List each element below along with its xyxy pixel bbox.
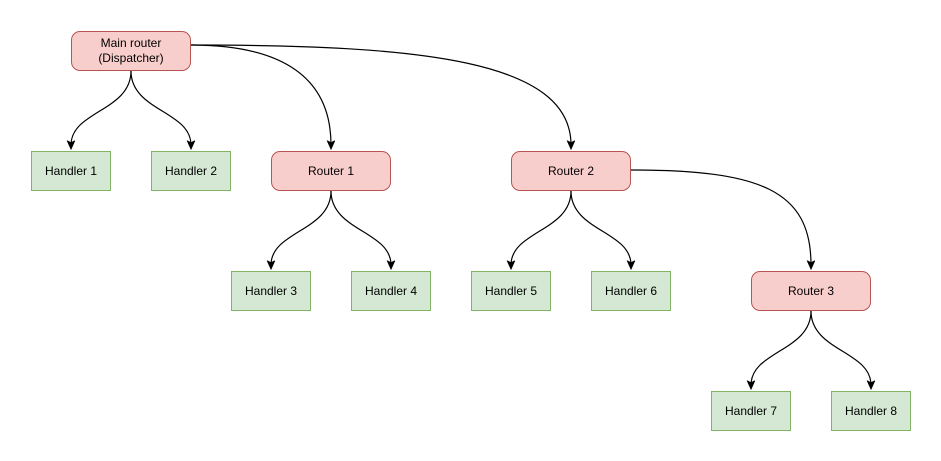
edge-main-to-handler-2 — [130, 70, 191, 145]
edge-router-3-to-handler-8 — [810, 310, 871, 385]
node-label-router-1: Router 1 — [307, 163, 355, 178]
node-handler-6[interactable]: Handler 6 — [591, 271, 671, 311]
node-label-handler-2: Handler 2 — [164, 163, 218, 178]
node-handler-4[interactable]: Handler 4 — [351, 271, 431, 311]
node-handler-5[interactable]: Handler 5 — [471, 271, 551, 311]
edge-router-2-to-handler-5 — [511, 190, 572, 265]
edge-main-to-router-2 — [190, 44, 571, 145]
node-label-handler-6: Handler 6 — [604, 283, 658, 298]
edge-router-1-to-handler-4 — [330, 190, 391, 265]
node-handler-3[interactable]: Handler 3 — [231, 271, 311, 311]
node-router-1[interactable]: Router 1 — [271, 151, 391, 191]
node-handler-1[interactable]: Handler 1 — [31, 151, 111, 191]
node-handler-8[interactable]: Handler 8 — [831, 391, 911, 431]
node-label-handler-8: Handler 8 — [844, 403, 898, 418]
node-label-handler-3: Handler 3 — [244, 283, 298, 298]
node-handler-2[interactable]: Handler 2 — [151, 151, 231, 191]
node-router-2[interactable]: Router 2 — [511, 151, 631, 191]
node-handler-7[interactable]: Handler 7 — [711, 391, 791, 431]
edge-router-3-to-handler-7 — [751, 310, 812, 385]
edge-router-2-to-router-3 — [630, 169, 811, 265]
edge-router-2-to-handler-6 — [570, 190, 631, 265]
node-label-router-3: Router 3 — [787, 283, 835, 298]
node-router-3[interactable]: Router 3 — [751, 271, 871, 311]
node-label-router-2: Router 2 — [547, 163, 595, 178]
edge-main-to-router-1 — [190, 44, 331, 145]
node-label-handler-1: Handler 1 — [44, 163, 98, 178]
node-label-handler-7: Handler 7 — [724, 403, 778, 418]
edge-main-to-handler-1 — [71, 70, 132, 145]
node-label-main-router: Main router (Dispatcher) — [98, 36, 164, 65]
node-label-handler-4: Handler 4 — [364, 283, 418, 298]
edge-router-1-to-handler-3 — [271, 190, 332, 265]
node-label-handler-5: Handler 5 — [484, 283, 538, 298]
node-main-router[interactable]: Main router (Dispatcher) — [71, 31, 191, 71]
